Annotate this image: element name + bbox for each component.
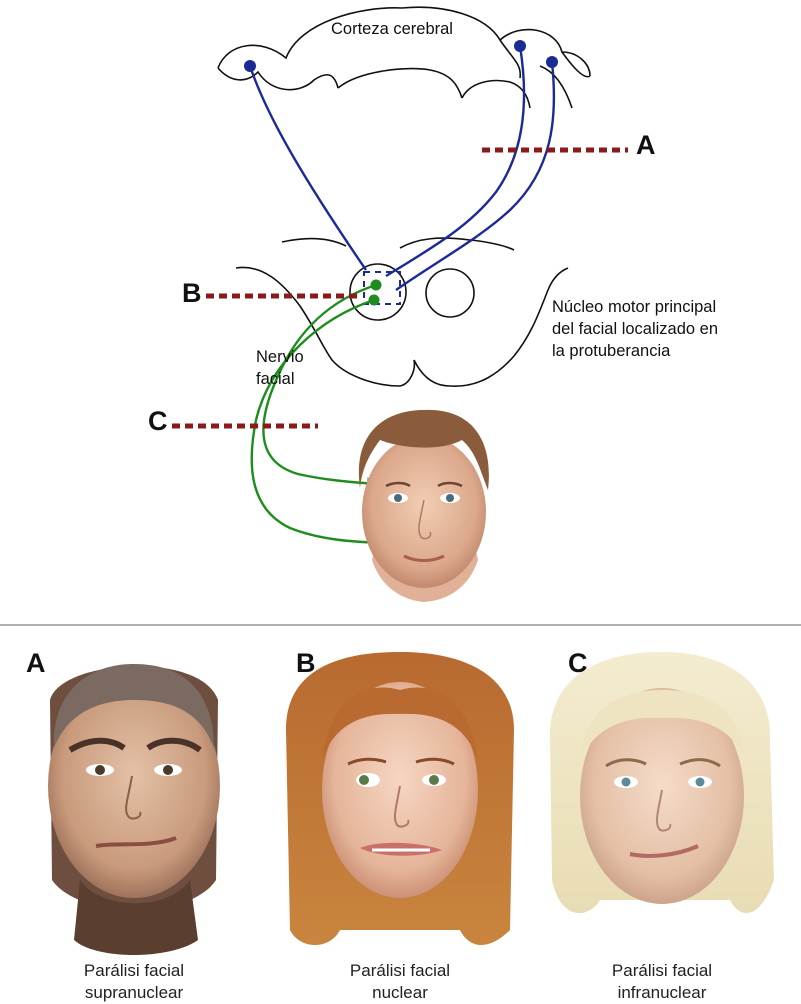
nucleus-neuron-1: [371, 280, 382, 291]
case-b-caption: Parálisi facial nuclear: [300, 960, 500, 1004]
level-b-label: B: [182, 278, 202, 309]
male-face-illustration: [359, 410, 489, 602]
case-c-caption: Parálisi facial infranuclear: [562, 960, 762, 1004]
case-b-letter: B: [296, 648, 316, 679]
case-a-caption-line-2: supranuclear: [34, 982, 234, 1004]
nerve-label-line-2: facial: [256, 368, 304, 390]
case-c-caption-line-1: Parálisi facial: [562, 960, 762, 982]
case-a-caption-line-1: Parálisi facial: [34, 960, 234, 982]
nucleus-neuron-2: [369, 295, 380, 306]
contralateral-nucleus-circle: [426, 269, 474, 317]
level-a-label: A: [636, 130, 656, 161]
case-b-caption-line-1: Parálisi facial: [300, 960, 500, 982]
cortical-neuron-left: [244, 60, 256, 72]
cortical-neuron-right-1: [514, 40, 526, 52]
nucleus-note-line-3: la protuberancia: [552, 340, 718, 362]
patient-face-b: [286, 652, 514, 945]
case-b-caption-line-2: nuclear: [300, 982, 500, 1004]
case-a-caption: Parálisi facial supranuclear: [34, 960, 234, 1004]
nucleus-note: Núcleo motor principal del facial locali…: [552, 296, 718, 362]
upper-motor-neuron-tracts: [250, 46, 554, 290]
level-c-label: C: [148, 406, 168, 437]
nerve-label-line-1: Nervio: [256, 346, 304, 368]
nucleus-note-line-2: del facial localizado en: [552, 318, 718, 340]
nerve-label: Nervio facial: [256, 346, 304, 390]
case-c-letter: C: [568, 648, 588, 679]
case-c-caption-line-2: infranuclear: [562, 982, 762, 1004]
nucleus-note-line-1: Núcleo motor principal: [552, 296, 718, 318]
patient-face-c: [550, 652, 774, 913]
patient-face-a: [48, 664, 220, 955]
cortical-neuron-right-2: [546, 56, 558, 68]
case-a-letter: A: [26, 648, 46, 679]
cortex-label: Corteza cerebral: [331, 18, 453, 40]
